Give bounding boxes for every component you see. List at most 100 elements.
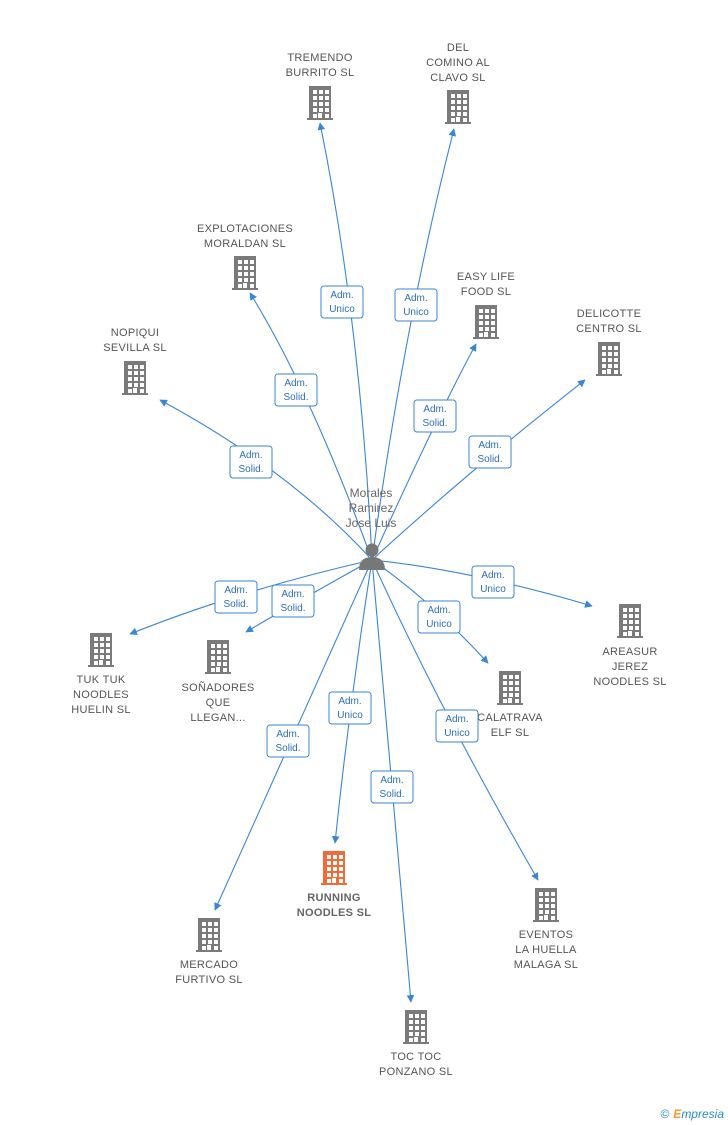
copyright-symbol: ©	[660, 1107, 670, 1121]
role-badge-box[interactable]	[370, 770, 414, 804]
role-badge[interactable]: Adm. Unico	[417, 600, 461, 634]
role-badge-text: Adm.	[404, 293, 427, 304]
role-badge-text: Adm.	[281, 589, 304, 600]
person-name: Ramirez	[349, 501, 394, 515]
role-badge-text: Unico	[426, 619, 452, 630]
role-badge-text: Unico	[403, 307, 429, 318]
role-badge[interactable]: Adm.Solid.	[229, 445, 273, 479]
building-icon	[122, 361, 148, 395]
role-badge-box[interactable]	[417, 600, 461, 634]
role-badge-box[interactable]	[266, 724, 310, 758]
role-badge[interactable]: Adm.Unico	[328, 691, 372, 725]
edge-del-comino	[371, 128, 457, 561]
company-node-easy-life-food[interactable]: EASY LIFE FOOD SL	[457, 271, 515, 339]
role-badge-text: Solid.	[283, 392, 308, 403]
company-label: HUELIN SL	[71, 704, 131, 716]
company-label: BURRITO SL	[286, 67, 355, 79]
building-icon	[205, 640, 231, 674]
role-badge-box[interactable]	[229, 445, 273, 479]
company-label: LLEGAN...	[190, 712, 245, 724]
role-badge-box[interactable]	[394, 288, 438, 322]
role-badge-text: Solid.	[422, 418, 447, 429]
company-label: ELF SL	[491, 727, 530, 739]
role-badge-box[interactable]	[320, 285, 364, 319]
role-badge-box[interactable]	[271, 584, 315, 618]
role-badge-text: Unico	[480, 584, 506, 595]
role-badge-box[interactable]	[468, 435, 512, 469]
company-label: TREMENDO	[287, 52, 352, 64]
role-badge-text: Solid.	[238, 464, 263, 475]
company-label: FURTIVO SL	[175, 974, 243, 986]
role-badge-text: Adm.	[338, 696, 361, 707]
company-label: NOODLES SL	[593, 676, 666, 688]
footer-brand: ©Empresia	[660, 1107, 724, 1121]
company-node-explotaciones-moraldan[interactable]: EXPLOTACIONES MORALDAN SL	[197, 223, 293, 290]
role-badge[interactable]: Adm. Solid.	[274, 373, 318, 407]
role-badge-text: Adm.	[284, 378, 307, 389]
company-label: JEREZ	[612, 661, 648, 673]
role-badge[interactable]: Adm. Solid.	[271, 584, 315, 618]
company-label: PONZANO SL	[379, 1066, 453, 1078]
company-label: MORALDAN SL	[204, 238, 286, 250]
building-icon	[196, 918, 222, 952]
role-badge-box[interactable]	[413, 399, 457, 433]
company-label: CALATRAVA	[477, 712, 543, 724]
role-badge-text: Solid.	[275, 743, 300, 754]
role-badge-text: Adm.	[427, 605, 450, 616]
role-badge-text: Solid.	[223, 599, 248, 610]
role-badge-box[interactable]	[435, 709, 479, 743]
role-badge[interactable]: Adm.Unico	[435, 709, 479, 743]
role-badge-box[interactable]	[274, 373, 318, 407]
role-badge[interactable]: Adm.Solid.	[413, 399, 457, 433]
company-node-tremendo-burrito[interactable]: TREMENDO BURRITO SL	[286, 52, 355, 120]
role-badge[interactable]: Adm. Unico	[471, 565, 515, 599]
edge-nopiqui-sevilla	[159, 399, 373, 561]
building-icon	[596, 342, 622, 376]
company-label: EXPLOTACIONES	[197, 223, 293, 235]
roles-layer: Adm.UnicoAdm.UnicoAdm.Solid.Adm.Solid.Ad…	[214, 285, 515, 804]
role-badge-text: Adm.	[481, 570, 504, 581]
company-label: SOÑADORES	[182, 681, 255, 694]
brand-logo-initial: E	[673, 1107, 682, 1121]
company-label: FOOD SL	[461, 286, 511, 298]
role-badge[interactable]: Adm.Solid.	[468, 435, 512, 469]
role-badge[interactable]: Adm. Unico	[394, 288, 438, 322]
person-name: Jose Luis	[346, 516, 397, 530]
company-label: NOPIQUI	[111, 327, 160, 339]
company-node-sonadores[interactable]: SOÑADORES QUE LLEGAN...	[182, 640, 255, 724]
building-icon	[321, 851, 347, 885]
role-badge-text: Solid.	[280, 603, 305, 614]
building-icon	[307, 86, 333, 120]
company-label: QUE	[206, 697, 231, 709]
role-badge-text: Unico	[329, 304, 355, 315]
role-badge[interactable]: Adm. Unico	[320, 285, 364, 319]
role-badge-text: Unico	[444, 728, 470, 739]
role-badge-box[interactable]	[328, 691, 372, 725]
role-badge-text: Adm.	[330, 290, 353, 301]
company-node-calatrava-elf[interactable]: CALATRAVA ELF SL	[477, 671, 543, 739]
company-label: LA HUELLA	[515, 944, 577, 956]
building-icon	[88, 633, 114, 667]
role-badge[interactable]: Adm.Solid.	[370, 770, 414, 804]
role-badge[interactable]: Adm.Solid.	[214, 580, 258, 614]
role-badge-box[interactable]	[471, 565, 515, 599]
company-label: EVENTOS	[519, 929, 573, 941]
role-badge-text: Adm.	[276, 729, 299, 740]
role-badge-box[interactable]	[214, 580, 258, 614]
company-label: EASY LIFE	[457, 271, 515, 283]
edge-tremendo-burrito	[317, 122, 373, 561]
person-icon	[359, 543, 385, 570]
role-badge[interactable]: Adm. Solid.	[266, 724, 310, 758]
